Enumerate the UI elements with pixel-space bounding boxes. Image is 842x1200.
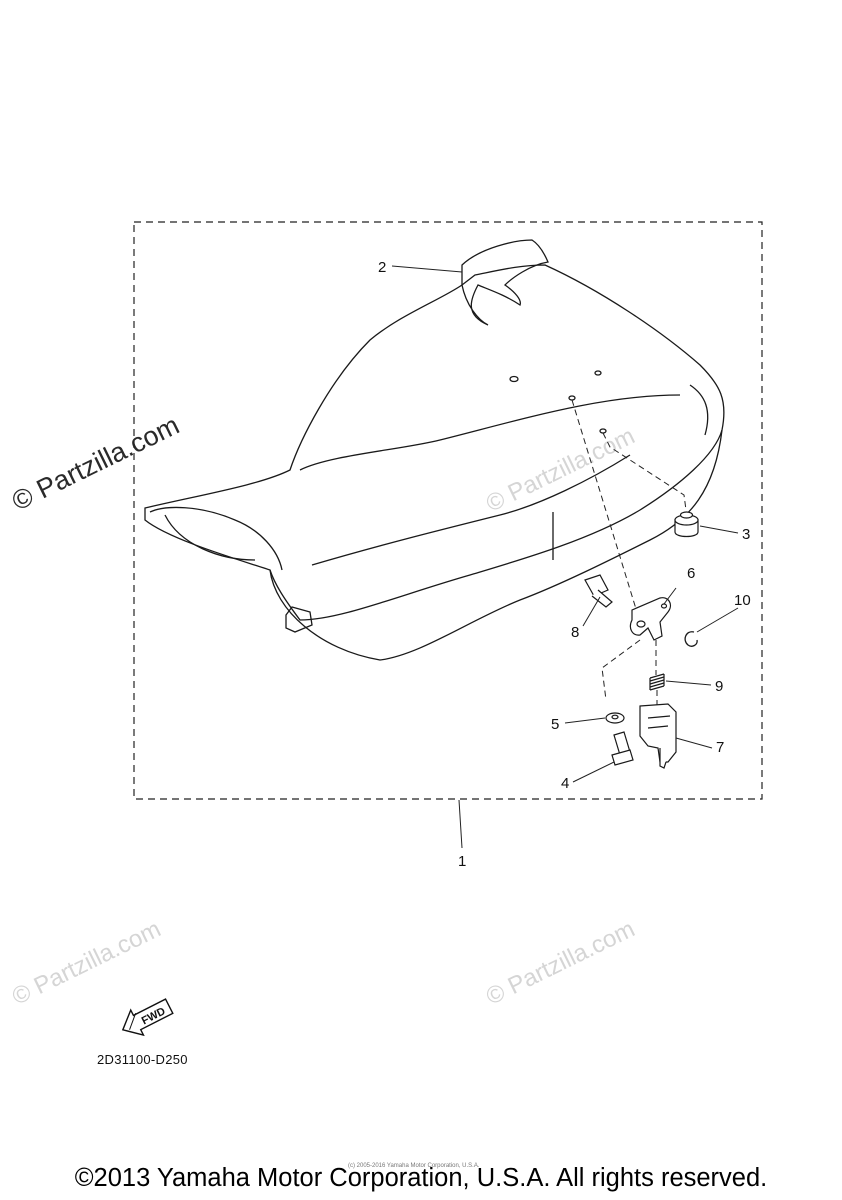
callout-3: 3 (742, 526, 750, 543)
part-3-damper (674, 511, 699, 538)
leader-lines (391, 265, 739, 783)
callout-9: 9 (715, 678, 723, 695)
part-4-bolt (611, 731, 634, 766)
leader-line-1 (458, 799, 463, 849)
part-10-clip (684, 631, 698, 647)
callout-4: 4 (561, 775, 569, 792)
part-6-bracket (629, 597, 672, 641)
fwd-arrow-icon: FWD (121, 998, 174, 1037)
callout-5: 5 (551, 716, 559, 733)
part-7-latch (639, 703, 677, 769)
callout-labels: 1 2 3 4 5 6 7 8 9 10 (378, 259, 751, 870)
callout-8: 8 (571, 624, 579, 641)
copyright-footer: ©2013 Yamaha Motor Corporation, U.S.A. A… (74, 1164, 768, 1192)
callout-2: 2 (378, 259, 386, 276)
seat-illustration (144, 239, 725, 661)
part-8-bolt (584, 574, 613, 608)
small-copyright: (c) 2005-2016 Yamaha Motor Corporation, … (348, 1163, 480, 1169)
assembly-boundary (133, 221, 763, 800)
assembly-lines (571, 399, 687, 718)
part-5-washer (605, 712, 625, 724)
part-9-spring (649, 673, 665, 691)
callout-10: 10 (734, 592, 751, 609)
callout-7: 7 (716, 739, 724, 756)
drawing-code: 2D31100-D250 (97, 1052, 188, 1067)
fwd-label: FWD (140, 1005, 168, 1027)
callout-1: 1 (458, 853, 466, 870)
callout-6: 6 (687, 565, 695, 582)
